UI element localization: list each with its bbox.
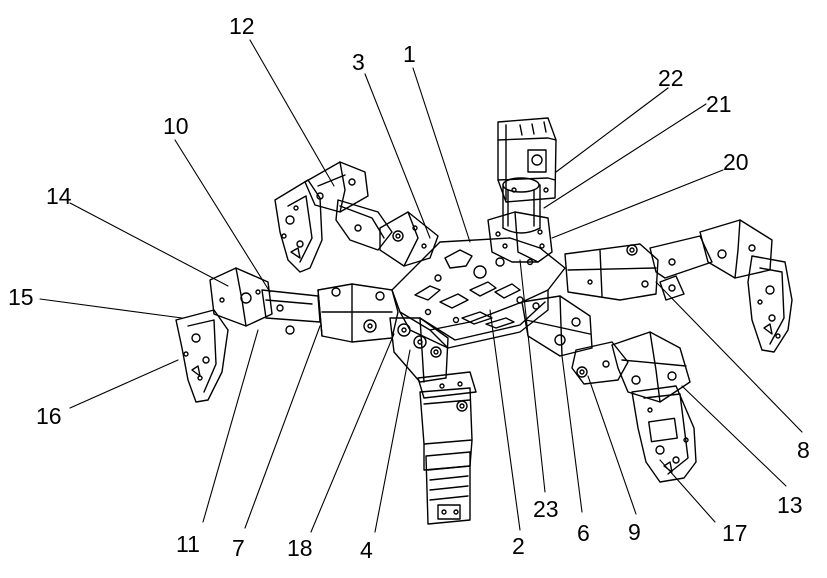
callout-23: 23 bbox=[533, 496, 559, 522]
callout-18: 18 bbox=[287, 535, 313, 561]
callout-16: 16 bbox=[36, 403, 62, 429]
callout-11: 11 bbox=[176, 531, 200, 557]
callout-labels: 1 2 3 4 6 7 8 9 10 11 12 13 14 15 16 17 … bbox=[8, 13, 810, 563]
callout-21: 21 bbox=[706, 91, 732, 117]
body-plate bbox=[391, 237, 566, 349]
callout-12: 12 bbox=[229, 13, 255, 39]
callout-4: 4 bbox=[360, 537, 373, 563]
callout-14: 14 bbox=[46, 183, 72, 209]
leg-left bbox=[175, 267, 399, 403]
callout-2: 2 bbox=[512, 533, 525, 559]
turret bbox=[487, 117, 557, 263]
leg-right-rear bbox=[521, 295, 697, 483]
leg-front-left bbox=[274, 161, 439, 273]
callout-3: 3 bbox=[352, 49, 365, 75]
callout-1: 1 bbox=[403, 41, 416, 67]
callout-leaders bbox=[39, 39, 803, 533]
leg-front-right bbox=[564, 219, 793, 353]
callout-9: 9 bbox=[628, 519, 641, 545]
callout-17: 17 bbox=[722, 520, 748, 546]
callout-8: 8 bbox=[797, 437, 810, 463]
callout-22: 22 bbox=[658, 65, 684, 91]
callout-15: 15 bbox=[8, 284, 34, 310]
leg-rear bbox=[389, 317, 477, 525]
callout-20: 20 bbox=[723, 149, 749, 175]
callout-6: 6 bbox=[577, 520, 590, 546]
callout-7: 7 bbox=[232, 535, 245, 561]
callout-13: 13 bbox=[777, 492, 803, 518]
callout-10: 10 bbox=[163, 113, 189, 139]
